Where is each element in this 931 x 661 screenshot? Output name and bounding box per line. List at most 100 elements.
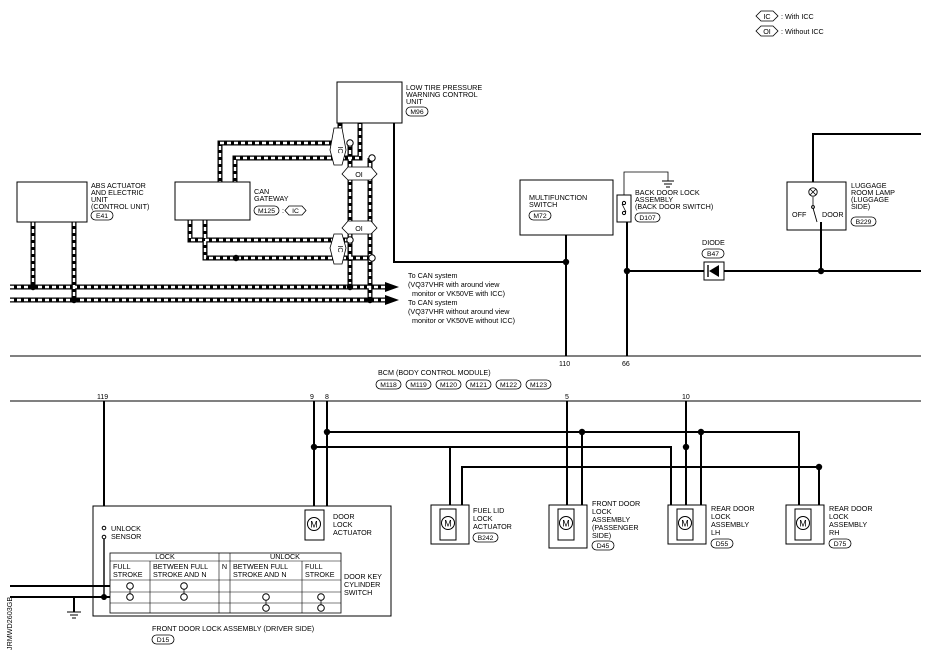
actuator-label-3: ACTUATOR bbox=[333, 528, 372, 537]
multifunction-switch: MULTIFUNCTION SWITCH M72 bbox=[519, 179, 614, 356]
pin-label: 10 bbox=[682, 394, 690, 401]
bulb-filament bbox=[809, 188, 817, 196]
motor-icon bbox=[678, 516, 692, 530]
gateway-label-1: CAN bbox=[254, 187, 269, 196]
luggage-label-2: ROOM LAMP bbox=[851, 188, 895, 197]
luggage-label-1: LUGGAGE bbox=[851, 181, 887, 190]
luggage-label-4: SIDE) bbox=[851, 202, 870, 211]
connector-badge bbox=[591, 540, 615, 551]
rear-rh-label-4: RH bbox=[829, 528, 839, 537]
fuel-lid-label-2: LOCK bbox=[473, 514, 493, 523]
oi-option-tag-text: OI bbox=[355, 224, 363, 233]
switch-contact bbox=[811, 205, 815, 209]
luggage-lamp: OFF DOOR LUGGAGE ROOM LAMP (LUGGAGE SIDE… bbox=[786, 133, 921, 275]
table-col: FULL bbox=[305, 562, 323, 571]
rear-lh-label-1: REAR DOOR bbox=[711, 504, 755, 513]
back-door-label-3: (BACK DOOR SWITCH) bbox=[635, 202, 713, 211]
rear-rh-label-2: LOCK bbox=[829, 512, 849, 521]
can-arrow-upper bbox=[385, 282, 399, 292]
bcm-label: BCM (BODY CONTROL MODULE) M118 M119 M120… bbox=[375, 368, 552, 390]
fuel-lid-label-1: FUEL LID bbox=[473, 506, 504, 515]
back-door-label-2: ASSEMBLY bbox=[635, 195, 673, 204]
switch-contact bbox=[101, 534, 107, 540]
connector-badge bbox=[710, 538, 734, 549]
bcm-connector: M121 bbox=[470, 382, 487, 389]
bcm-connector: M119 bbox=[410, 382, 427, 389]
abs-actuator-box bbox=[16, 181, 88, 223]
pin-label: 8 bbox=[325, 394, 329, 401]
connector-badge bbox=[528, 210, 552, 221]
option-split-point bbox=[346, 236, 354, 244]
tpms-connector: M96 bbox=[410, 109, 423, 116]
rear-lh-door-lock: M REAR DOOR LOCK ASSEMBLY LH D55 bbox=[667, 504, 755, 549]
table-col: BETWEEN FULL bbox=[233, 562, 288, 571]
rear-rh-label-3: ASSEMBLY bbox=[829, 520, 867, 529]
bcm-connector: M120 bbox=[440, 382, 457, 389]
junction bbox=[682, 443, 690, 451]
multifunction-box bbox=[519, 179, 614, 236]
front-pass-label-4: (PASSENGER bbox=[592, 523, 639, 532]
can-note-a-line2: (VQ37VHR with around view bbox=[408, 280, 500, 289]
can-arrow-lower bbox=[385, 295, 399, 305]
ic-option-tag-text: IC bbox=[336, 245, 345, 252]
can-note-b-line2: (VQ37VHR without around view bbox=[408, 307, 510, 316]
diode: DIODE B47 bbox=[701, 238, 725, 281]
lamp-door-label: DOOR bbox=[822, 210, 844, 219]
bcm-connector: M123 bbox=[530, 382, 547, 389]
lock-bus-wire bbox=[327, 431, 800, 509]
legend-oi-text: : Without ICC bbox=[781, 27, 824, 36]
legend-oi-tag: OI bbox=[763, 27, 771, 36]
can-note-b-line3: monitor or VK50VE without ICC) bbox=[412, 316, 515, 325]
table-lock-header: LOCK bbox=[155, 552, 175, 561]
fuel-lid-connector: B242 bbox=[478, 535, 494, 542]
connector-badge bbox=[253, 205, 280, 216]
multifunction-connector: M72 bbox=[533, 213, 546, 220]
multifunction-label-2: SWITCH bbox=[529, 200, 557, 209]
bcm-connector: M118 bbox=[380, 382, 397, 389]
abs-actuator: ABS ACTUATOR AND ELECTRIC UNIT (CONTROL … bbox=[16, 181, 149, 223]
diode-symbol bbox=[709, 265, 719, 277]
can-gateway-box bbox=[174, 181, 251, 221]
tpms-signal-wire bbox=[393, 123, 566, 263]
pin-label: 110 bbox=[559, 361, 570, 368]
gateway-tag: IC bbox=[292, 208, 299, 215]
fuel-lid-wire bbox=[461, 466, 820, 509]
motor-icon bbox=[796, 516, 810, 530]
rear-rh-connector: D75 bbox=[834, 541, 847, 548]
luggage-label-3: (LUGGAGE bbox=[851, 195, 889, 204]
diode-connector: B47 bbox=[707, 251, 719, 258]
can-junction bbox=[29, 283, 37, 291]
rear-lh-label-3: ASSEMBLY bbox=[711, 520, 749, 529]
figure-id: JRMWD2603GB bbox=[5, 597, 14, 650]
ic-option-tag-text: IC bbox=[336, 146, 345, 153]
switch-contact bbox=[101, 525, 107, 531]
ic-option-tag bbox=[329, 127, 347, 166]
connector-badge bbox=[472, 532, 499, 543]
abs-label-4: (CONTROL UNIT) bbox=[91, 202, 149, 211]
front-pass-label-3: ASSEMBLY bbox=[592, 515, 630, 524]
multifunction-label-1: MULTIFUNCTION bbox=[529, 193, 587, 202]
tpms-unit: LOW TIRE PRESSURE WARNING CONTROL UNIT M… bbox=[336, 81, 566, 263]
legend-ic-tag: IC bbox=[763, 12, 770, 21]
junction bbox=[323, 428, 331, 436]
tpms-label-3: UNIT bbox=[406, 97, 423, 106]
switch-lever bbox=[621, 203, 627, 213]
door-lock-wiring bbox=[103, 401, 823, 528]
option-split-point bbox=[368, 154, 376, 162]
lamp-supply-wire bbox=[812, 133, 921, 182]
tpms-label-2: WARNING CONTROL bbox=[406, 90, 478, 99]
gateway-connector: M125 bbox=[258, 208, 275, 215]
legend-ic-text: : With ICC bbox=[781, 12, 814, 21]
motor-icon bbox=[559, 516, 573, 530]
driver-assembly-title: FRONT DOOR LOCK ASSEMBLY (DRIVER SIDE) bbox=[152, 624, 314, 633]
can-note-b-line1: To CAN system bbox=[408, 298, 458, 307]
oi-option-tag bbox=[341, 220, 378, 235]
connector-badge bbox=[828, 538, 852, 549]
motor-icon bbox=[441, 516, 455, 530]
junction bbox=[815, 463, 823, 471]
actuator-label-2: LOCK bbox=[333, 520, 353, 529]
fuel-lid-actuator: M FUEL LID LOCK ACTUATOR B242 bbox=[430, 504, 512, 545]
ic-option-tag bbox=[329, 233, 347, 265]
abs-label-2: AND ELECTRIC bbox=[91, 188, 144, 197]
rear-rh-label-1: REAR DOOR bbox=[829, 504, 873, 513]
